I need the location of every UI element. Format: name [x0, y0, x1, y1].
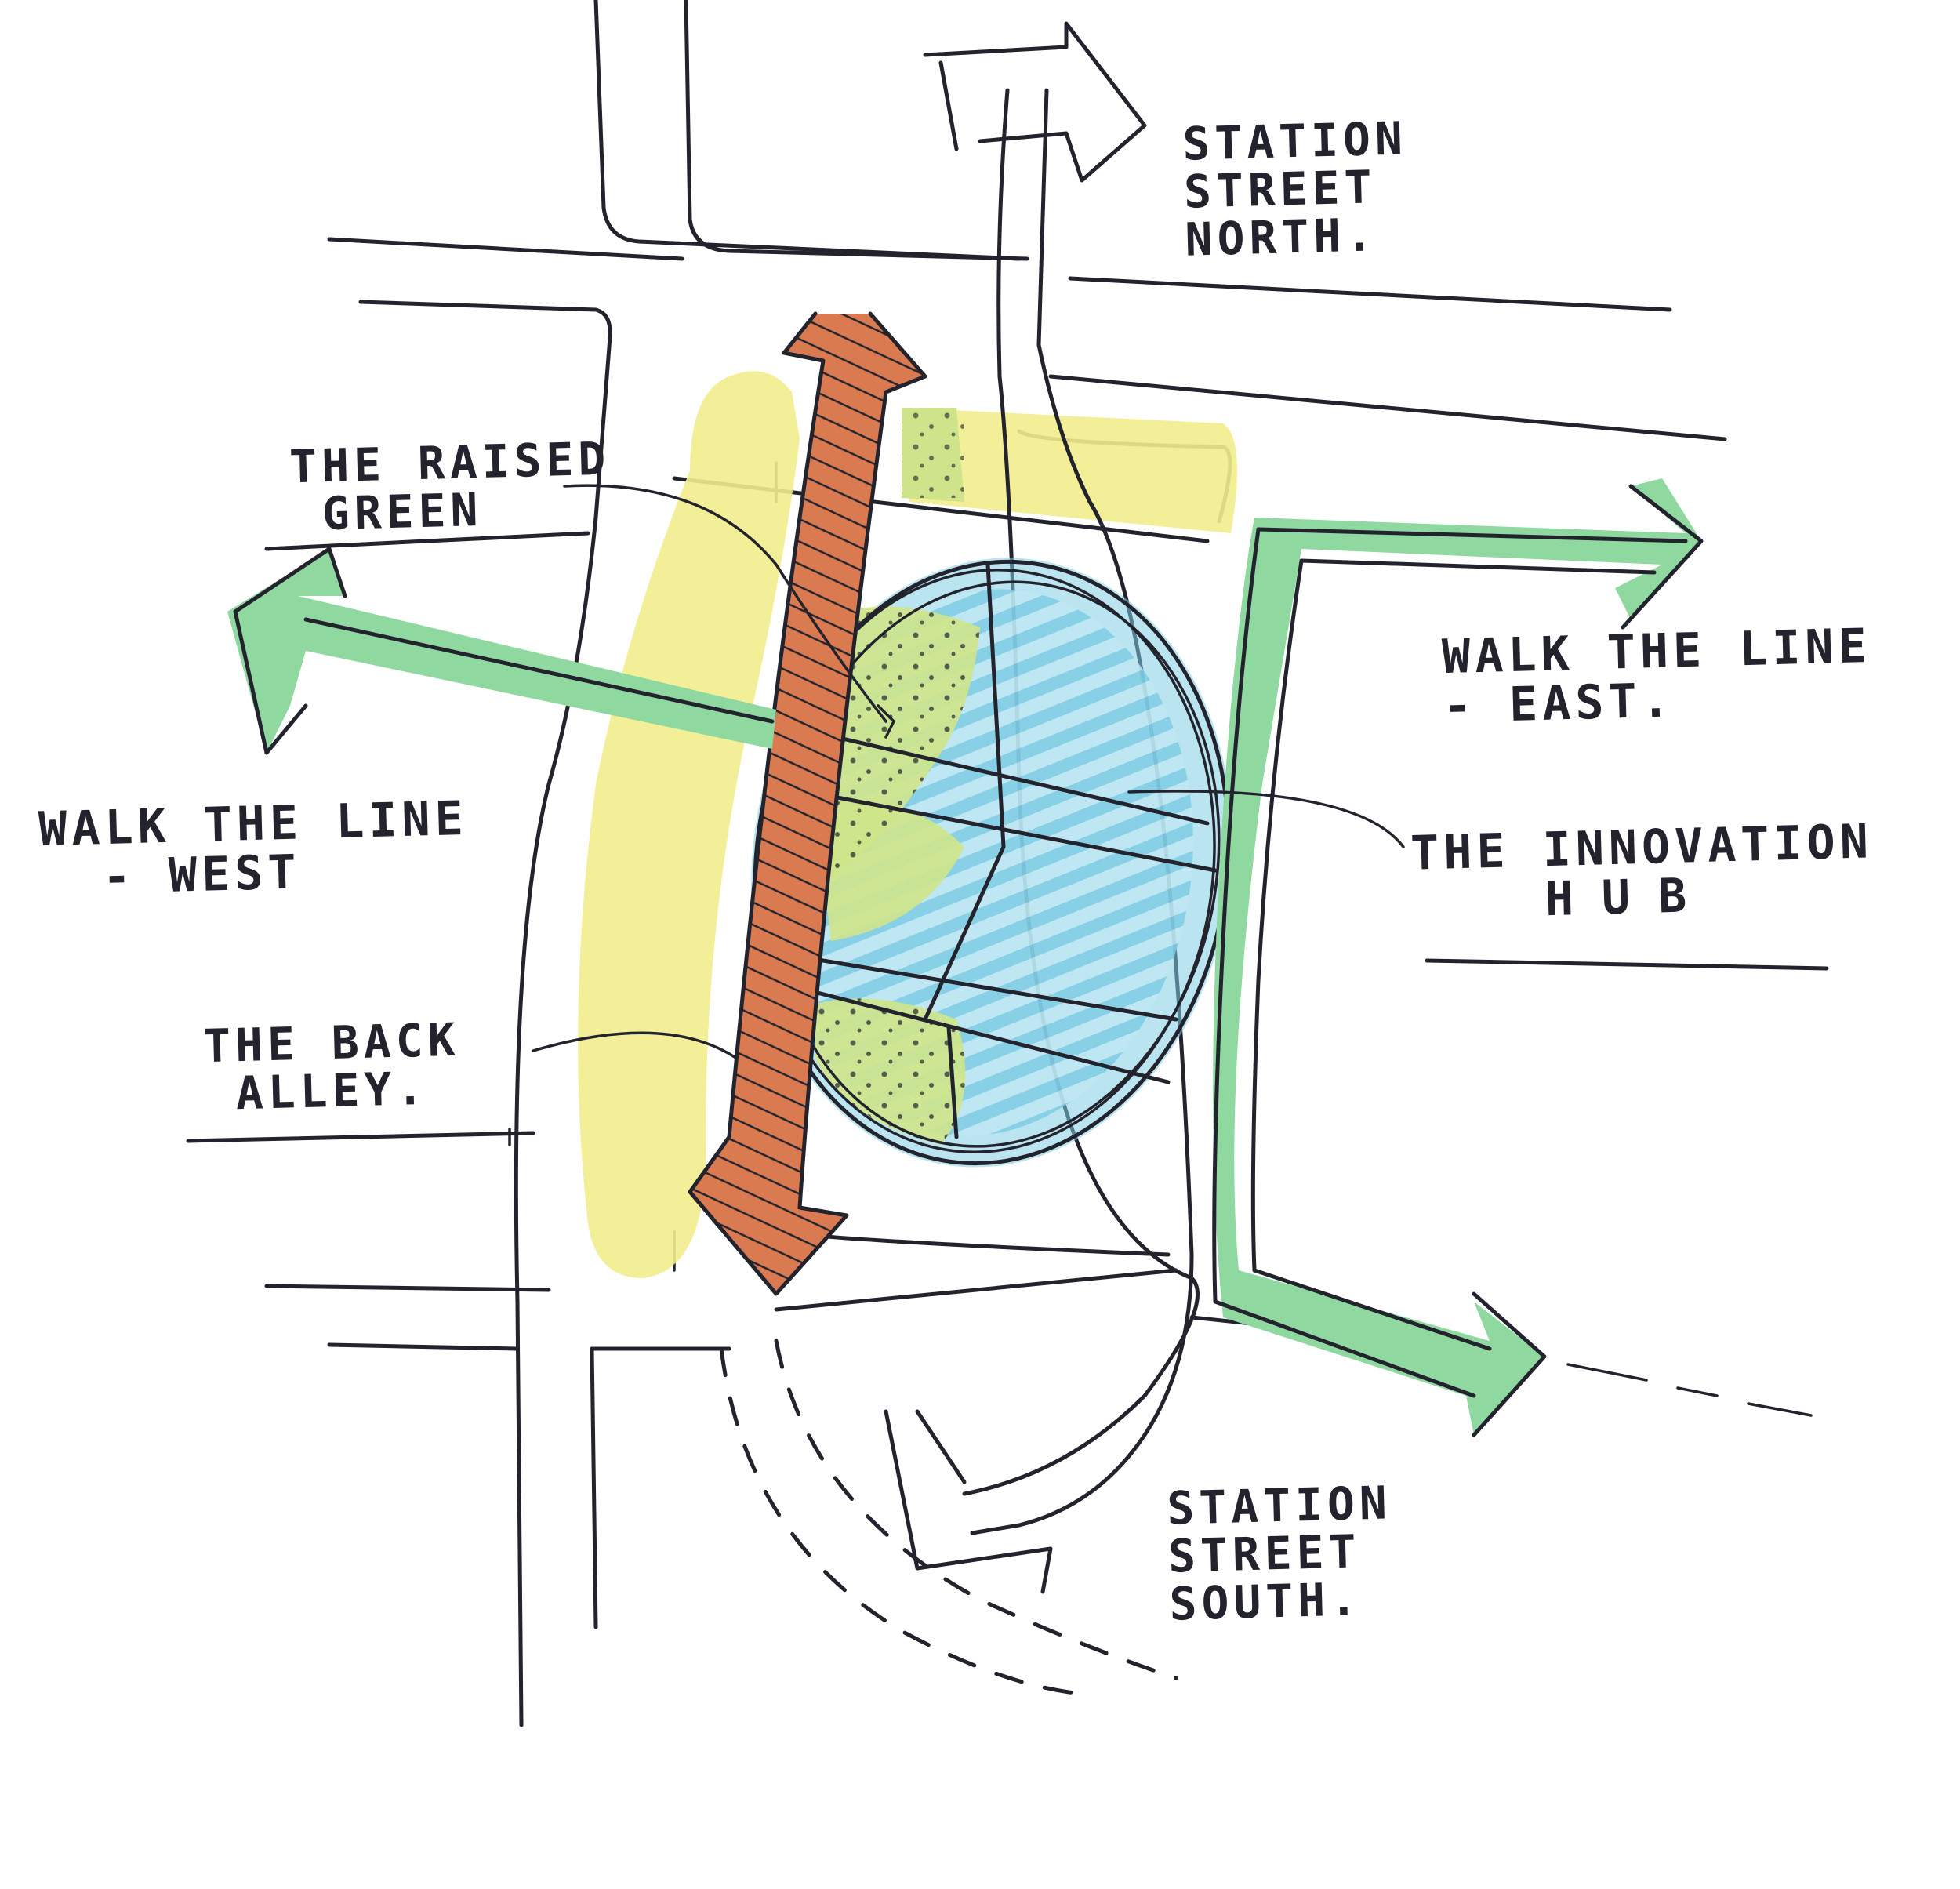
label-the-back-alley: THE BACK ALLEY. [202, 1013, 461, 1121]
label-line: SOUTH. [1168, 1572, 1363, 1631]
label-underlines [186, 531, 1829, 1143]
label-the-raised-green: THE RAISED GREEN [289, 431, 612, 541]
label-line: GREEN [321, 482, 484, 541]
leader-lines [532, 484, 1405, 1060]
walk-the-line-east-arrow [1212, 478, 1813, 1437]
label-walk-the-line-east: WALK THE LINE - EAST. [1441, 619, 1873, 734]
label-station-street-north: STATION STREET NORTH. [1182, 111, 1410, 267]
rail-line [719, 1339, 1178, 1696]
label-station-street-south: STATION STREET SOUTH. [1167, 1476, 1395, 1631]
label-line: NORTH. [1184, 208, 1378, 267]
label-line: THE RAISED [289, 431, 612, 494]
walk-the-line-west-arrow [227, 547, 776, 755]
label-walk-the-line-west: WALK THE LINE - WEST [38, 791, 470, 905]
label-the-innovation-hub: THE INNOVATION HUB [1410, 814, 1875, 928]
yellow-blocks [578, 371, 1237, 1278]
back-alley-arrow [688, 311, 927, 1296]
innovation-hub [750, 558, 1232, 1168]
label-line: ALLEY. [234, 1061, 430, 1121]
